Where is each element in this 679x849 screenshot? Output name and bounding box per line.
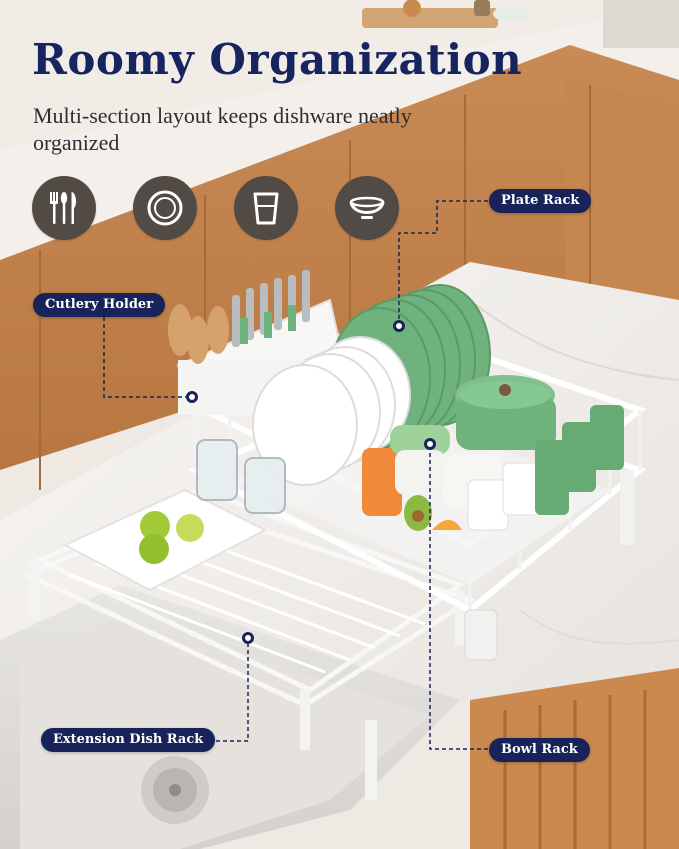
plate-rack-marker — [393, 320, 405, 332]
extension-dish-rack-label: Extension Dish Rack — [41, 728, 216, 752]
page-title: Roomy Organization — [32, 35, 523, 84]
plate-rack-label: Plate Rack — [489, 189, 592, 213]
cup-icon — [234, 176, 298, 240]
extension-rack-marker — [242, 632, 254, 644]
subtitle-text: Multi-section layout keeps dishware neat… — [33, 103, 412, 155]
plate-icon — [133, 176, 197, 240]
cutlery-icon — [32, 176, 96, 240]
cutlery-holder-label: Cutlery Holder — [33, 293, 166, 317]
bowl-rack-label: Bowl Rack — [489, 738, 590, 762]
bowl-rack-marker — [424, 438, 436, 450]
bowl-icon — [335, 176, 399, 240]
cutlery-holder-marker — [186, 391, 198, 403]
feature-icon-row — [32, 176, 399, 240]
